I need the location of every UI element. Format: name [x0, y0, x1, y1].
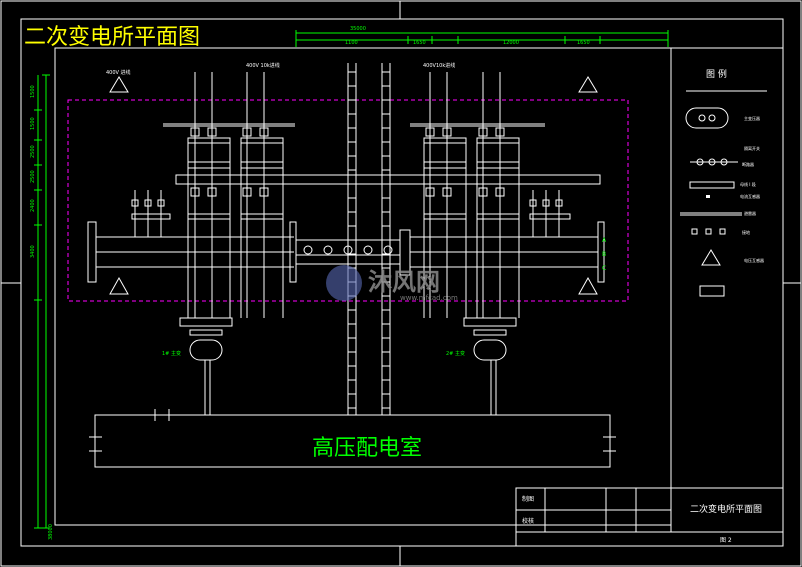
main-gantry — [163, 123, 601, 185]
watermark-text: 沐风网 — [368, 268, 440, 296]
transformer-right — [463, 317, 517, 415]
bay-insulator — [207, 187, 217, 197]
watermark: 沐风网 www.mfcad.com — [326, 265, 458, 302]
coupler-switch — [383, 245, 393, 255]
title-block-checked: 校核 — [522, 517, 534, 525]
equipment-bays — [131, 72, 571, 318]
bay-insulator — [442, 127, 452, 137]
top-dimensions — [295, 30, 669, 47]
cable-trench — [347, 63, 391, 415]
bay-crossarm — [187, 213, 231, 220]
ct-unit — [555, 199, 563, 207]
ct-unit — [157, 199, 165, 207]
coupler-switch — [303, 245, 313, 255]
legend-symbols — [680, 107, 742, 297]
bay-insulator — [190, 187, 200, 197]
dim-left-5: 2400 — [30, 199, 36, 212]
feeder-label-right: 400V10k进线 — [423, 62, 455, 69]
legend-small-mark — [706, 195, 710, 198]
ct-unit — [131, 199, 139, 207]
coupler-switch — [363, 245, 373, 255]
legend-label-4: 母线 Ⅰ 段 — [740, 181, 756, 187]
hv-room-label: 高压配电室 — [312, 436, 422, 461]
legend-label-8: 电压互感器 — [744, 257, 764, 263]
ct-beam — [529, 213, 571, 220]
bay-insulator — [190, 127, 200, 137]
title-block-drawing-name: 二次变电所平面图 — [690, 503, 762, 515]
bay-insulator — [478, 127, 488, 137]
dim-overall-top: 35000 — [350, 26, 366, 32]
arrester-symbols — [109, 76, 598, 295]
phase-label-b: B — [602, 251, 606, 258]
left-dimensions — [34, 74, 50, 529]
dim-left-6: 3400 — [30, 245, 36, 258]
bay-insulator — [259, 187, 269, 197]
phase-label-a: A — [602, 237, 607, 244]
title-block-sheet: 图 2 — [720, 537, 732, 544]
bay-insulator — [242, 187, 252, 197]
bay-insulator — [242, 127, 252, 137]
title-block — [515, 487, 784, 547]
legend-label-2: 隔离开关 — [744, 145, 760, 151]
dim-top-3: 12000 — [503, 40, 519, 46]
legend-label-1: 主变压器 — [744, 115, 760, 121]
dim-left-4: 2500 — [30, 170, 36, 183]
transformer-left — [179, 317, 233, 415]
legend-label-5: 电流互感器 — [740, 193, 760, 199]
ct-unit — [144, 199, 152, 207]
watermark-logo-icon — [326, 265, 362, 301]
ct-unit — [529, 199, 537, 207]
dim-left-1: 1500 — [30, 85, 36, 98]
ct-beam — [131, 213, 171, 220]
feeder-label-left-1: 400V 进线 — [106, 69, 131, 76]
drawing-title: 二次变电所平面图 — [24, 25, 200, 50]
feeder-label-left-2: 400V 10k进线 — [246, 62, 280, 69]
bay-insulator — [425, 127, 435, 137]
bay-insulator — [425, 187, 435, 197]
bay-insulator — [495, 187, 505, 197]
legend-label-7: 接地 — [742, 229, 750, 235]
transformer-label-right: 2# 主变 — [446, 350, 465, 357]
dim-left-2: 1500 — [30, 117, 36, 130]
dim-top-4: 1650 — [577, 40, 590, 46]
watermark-url: www.mfcad.com — [400, 294, 458, 302]
bay-insulator — [442, 187, 452, 197]
left-dim-labels: 1500 1500 2500 2500 2400 3400 38000 — [30, 85, 54, 540]
bay-crossarm — [187, 137, 231, 144]
phase-label-c: C — [602, 265, 606, 272]
coupler-switch — [323, 245, 333, 255]
bay-insulator — [259, 127, 269, 137]
dim-left-overall: 38000 — [48, 524, 54, 540]
dim-top-2: 1650 — [413, 40, 426, 46]
ct-unit — [542, 199, 550, 207]
legend-label-6: 避雷器 — [744, 210, 756, 216]
legend-labels: 主变压器 隔离开关 断路器 母线 Ⅰ 段 电流互感器 避雷器 接地 电压互感器 — [740, 115, 764, 263]
transformer-label-left: 1# 主变 — [162, 350, 181, 357]
bay-insulator — [207, 127, 217, 137]
bay-breaker — [187, 161, 231, 169]
bay-insulator — [495, 127, 505, 137]
legend-title: 图 例 — [706, 68, 727, 80]
coupler-switch — [343, 245, 353, 255]
bay-insulator — [478, 187, 488, 197]
legend-label-3: 断路器 — [742, 161, 754, 167]
hv-room — [89, 409, 616, 468]
dim-top-1: 1100 — [345, 40, 358, 46]
dim-left-3: 2500 — [30, 145, 36, 158]
title-block-drawn: 制图 — [522, 495, 534, 503]
